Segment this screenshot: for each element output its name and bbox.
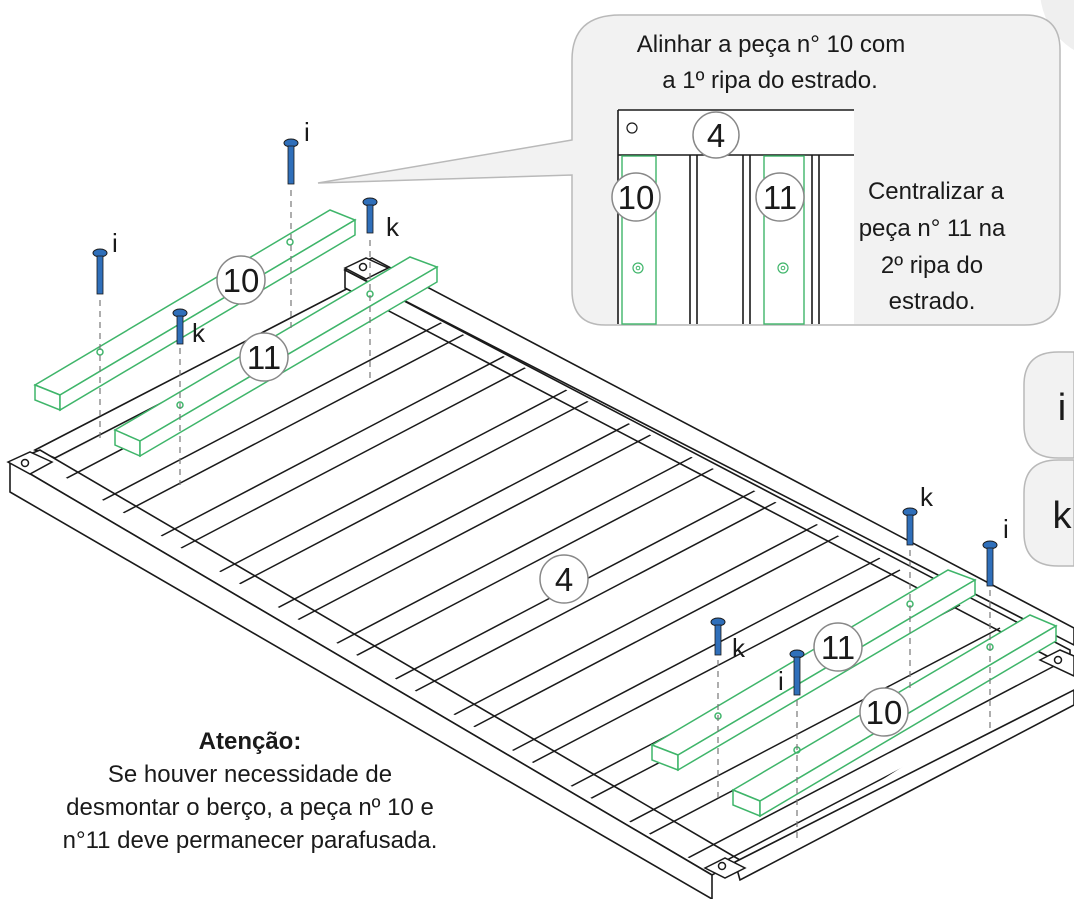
screw-label-k: k bbox=[192, 318, 206, 348]
svg-text:10: 10 bbox=[866, 694, 903, 731]
callout-bubble-11: 11 bbox=[755, 172, 805, 222]
callout-text-line2: a 1º ripa do estrado. bbox=[662, 67, 878, 94]
attention-line3: n°11 deve permanecer parafusada. bbox=[62, 827, 438, 854]
screw-label-i: i bbox=[112, 228, 118, 258]
svg-text:11: 11 bbox=[821, 629, 855, 666]
screw-label-k: k bbox=[386, 212, 400, 242]
svg-text:k: k bbox=[1053, 495, 1073, 537]
screw-i-3 bbox=[789, 649, 805, 696]
svg-text:4: 4 bbox=[707, 117, 725, 154]
legend-tab-k: k bbox=[1023, 459, 1074, 567]
screw-k-4 bbox=[902, 507, 918, 546]
svg-text:10: 10 bbox=[223, 262, 260, 299]
screw-i-2 bbox=[283, 138, 299, 185]
part-bubble-10-bottom: 10 bbox=[859, 687, 909, 737]
screw-k-1 bbox=[172, 308, 188, 345]
attention-line2: desmontar o berço, a peça nº 10 e bbox=[66, 794, 434, 821]
attention-note: Atenção: Se houver necessidade de desmon… bbox=[0, 725, 500, 857]
callout-text-line1: Alinhar a peça n° 10 com bbox=[637, 31, 905, 58]
screw-guides bbox=[99, 190, 991, 838]
screw-k-2 bbox=[362, 197, 378, 234]
part-bubble-11-bottom: 11 bbox=[813, 622, 863, 672]
attention-line1: Se houver necessidade de bbox=[107, 761, 393, 788]
svg-text:4: 4 bbox=[555, 561, 573, 598]
screw-label-k: k bbox=[920, 482, 934, 512]
rail-11-bottom bbox=[650, 569, 977, 772]
svg-text:i: i bbox=[1058, 387, 1066, 429]
base-frame bbox=[8, 257, 1074, 899]
svg-text:10: 10 bbox=[618, 179, 655, 216]
part-bubble-11-top: 11 bbox=[239, 332, 289, 382]
callout-bubble-4: 4 bbox=[692, 111, 740, 159]
corner-posts bbox=[6, 257, 1074, 879]
screw-i-1 bbox=[92, 248, 108, 295]
screw-k-3 bbox=[710, 617, 726, 656]
callout-center-line3: 2º ripa do bbox=[881, 252, 983, 279]
part-bubble-10-top: 10 bbox=[216, 255, 266, 305]
part-bubble-4: 4 bbox=[539, 554, 589, 604]
callout-center-line2: peça n° 11 na bbox=[859, 215, 1006, 242]
screw-label-i: i bbox=[1003, 514, 1009, 544]
attention-title: Atenção: bbox=[198, 728, 302, 755]
svg-text:11: 11 bbox=[247, 339, 281, 376]
screw-label-i: i bbox=[778, 666, 784, 696]
screw-label-i: i bbox=[304, 117, 310, 147]
callout-center-line4: estrado. bbox=[889, 288, 976, 315]
corner-decoration bbox=[1040, 0, 1074, 51]
callout-bubble-10: 10 bbox=[611, 172, 661, 222]
screw-label-k: k bbox=[732, 633, 746, 663]
legend-tab-i: i bbox=[1023, 351, 1074, 459]
screw-i-4 bbox=[982, 540, 998, 587]
callout-center-line1: Centralizar a bbox=[868, 178, 1005, 205]
svg-text:11: 11 bbox=[763, 179, 797, 216]
